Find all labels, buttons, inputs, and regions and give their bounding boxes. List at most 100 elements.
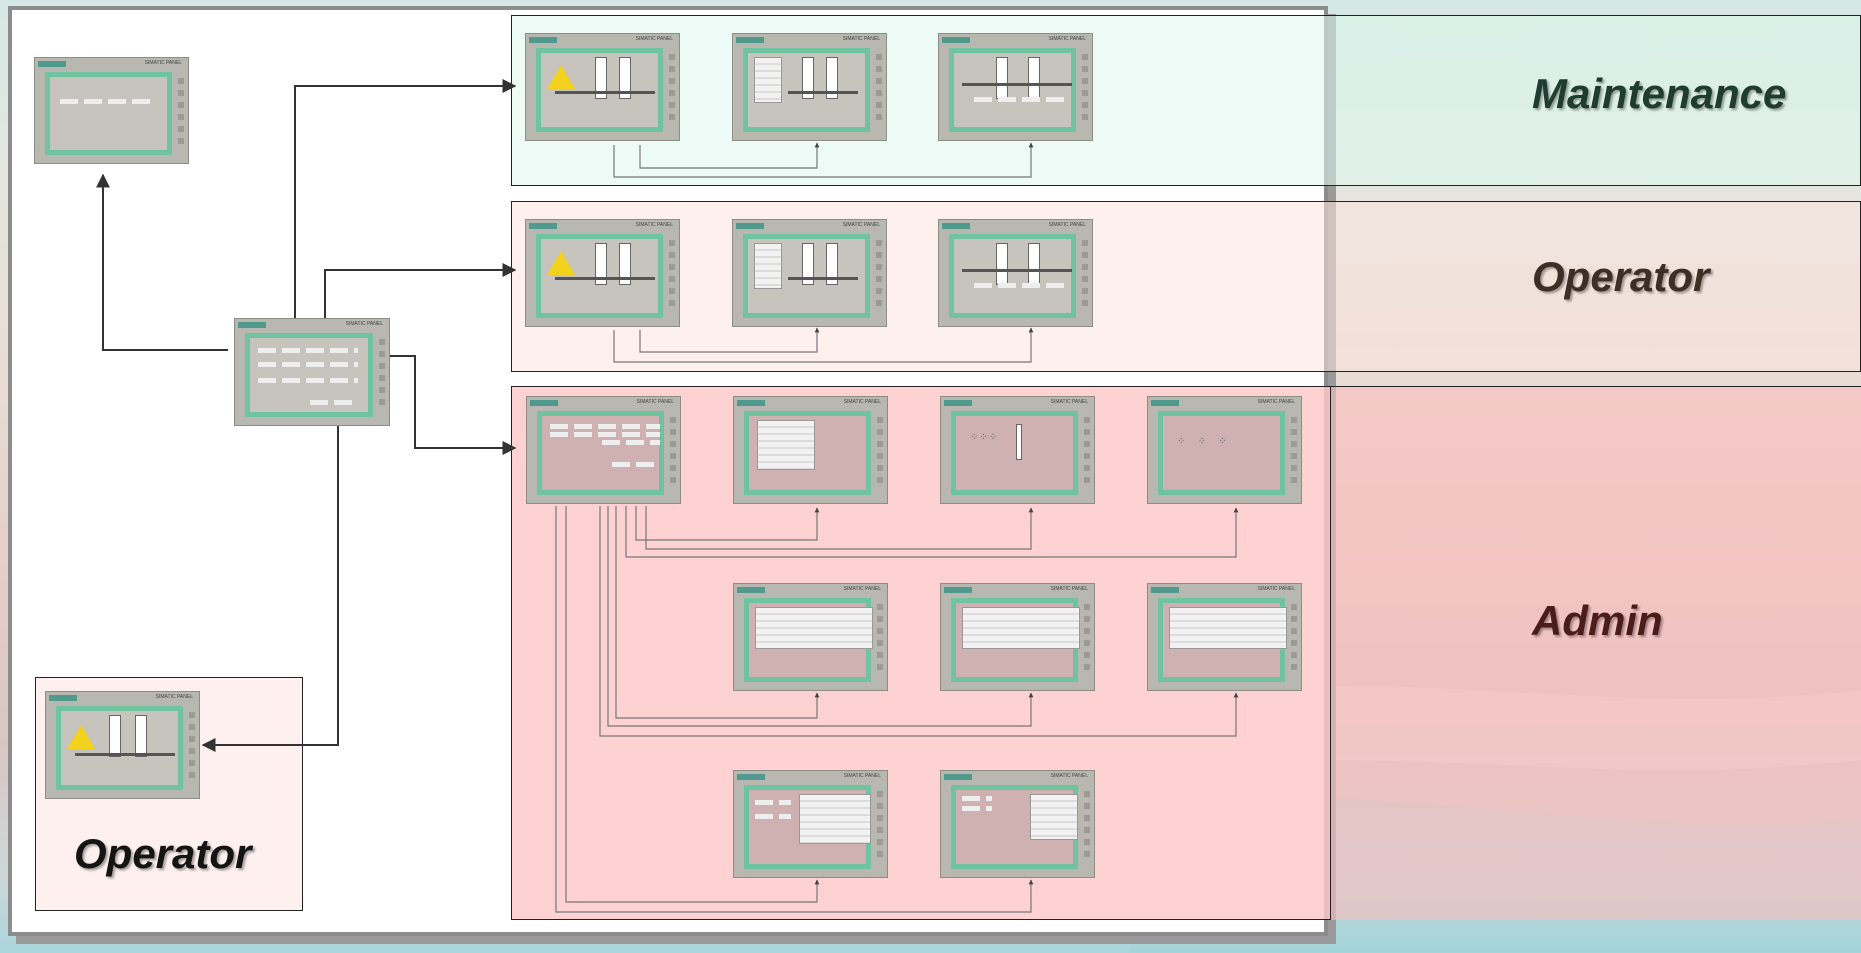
screen-content bbox=[250, 338, 368, 412]
brand-logo bbox=[530, 400, 558, 406]
admin-screen-2[interactable]: SIMATIC PANEL bbox=[733, 396, 888, 504]
panel-header: SIMATIC PANEL bbox=[46, 692, 199, 704]
panel-header: SIMATIC PANEL bbox=[941, 584, 1094, 596]
admin-label: Admin bbox=[1532, 597, 1663, 644]
panel-keys bbox=[1084, 604, 1090, 676]
panel-keys bbox=[189, 712, 195, 784]
panel-screen bbox=[45, 72, 172, 155]
panel-title: SIMATIC PANEL bbox=[1050, 773, 1088, 779]
panel-screen bbox=[245, 333, 373, 417]
panel-keys bbox=[876, 54, 882, 126]
admin-screen-8[interactable]: SIMATIC PANEL bbox=[733, 770, 888, 878]
panel-screen bbox=[537, 411, 664, 495]
warning-icon bbox=[67, 725, 95, 749]
panel-header: SIMATIC PANEL bbox=[733, 220, 886, 232]
panel-keys bbox=[379, 339, 385, 411]
panel-title: SIMATIC PANEL bbox=[1257, 586, 1295, 592]
operator-screen-2[interactable]: SIMATIC PANEL bbox=[732, 219, 887, 327]
maintenance-screen-2[interactable]: SIMATIC PANEL bbox=[732, 33, 887, 141]
panel-header: SIMATIC PANEL bbox=[941, 771, 1094, 783]
panel-header: SIMATIC PANEL bbox=[1148, 397, 1301, 409]
maintenance-label: Maintenance bbox=[1532, 70, 1787, 117]
panel-screen bbox=[56, 706, 183, 790]
panel-screen bbox=[1158, 598, 1287, 682]
screen-content: ⁘⁘⁘ bbox=[956, 416, 1073, 490]
admin-screen-9[interactable]: SIMATIC PANEL bbox=[940, 770, 1095, 878]
brand-logo bbox=[238, 322, 266, 328]
screen-content bbox=[749, 790, 871, 864]
maintenance-screen-1[interactable]: SIMATIC PANEL bbox=[525, 33, 680, 141]
dot-grid: ⁘ ⁘ ⁘ bbox=[1177, 436, 1228, 447]
panel-header: SIMATIC PANEL bbox=[35, 58, 188, 70]
panel-keys bbox=[178, 78, 184, 149]
brand-logo bbox=[942, 223, 970, 229]
screen-content bbox=[1163, 603, 1287, 677]
operator-screen-3[interactable]: SIMATIC PANEL bbox=[938, 219, 1093, 327]
brand-logo bbox=[737, 400, 765, 406]
admin-menu-screen[interactable]: SIMATIC PANEL bbox=[526, 396, 681, 504]
operator-home-panel[interactable]: SIMATIC PANEL bbox=[45, 691, 200, 799]
panel-title: SIMATIC PANEL bbox=[842, 36, 880, 42]
brand-logo bbox=[1151, 400, 1179, 406]
panel-screen: ⁘⁘⁘ bbox=[951, 411, 1078, 495]
admin-screen-5[interactable]: SIMATIC PANEL bbox=[733, 583, 888, 691]
panel-screen bbox=[949, 234, 1076, 318]
brand-logo bbox=[737, 774, 765, 780]
panel-header: SIMATIC PANEL bbox=[734, 397, 887, 409]
panel-keys bbox=[1082, 54, 1088, 126]
operator-label: Operator bbox=[1532, 253, 1710, 300]
brand-logo bbox=[944, 587, 972, 593]
brand-logo bbox=[944, 400, 972, 406]
brand-logo bbox=[529, 37, 557, 43]
panel-keys bbox=[1084, 791, 1090, 863]
panel-keys bbox=[669, 54, 675, 126]
admin-screen-4[interactable]: SIMATIC PANEL ⁘ ⁘ ⁘ bbox=[1147, 396, 1302, 504]
panel-header: SIMATIC PANEL bbox=[733, 34, 886, 46]
panel-keys bbox=[876, 240, 882, 312]
panel-header: SIMATIC PANEL bbox=[939, 34, 1092, 46]
maintenance-screen-3[interactable]: SIMATIC PANEL bbox=[938, 33, 1093, 141]
panel-screen bbox=[949, 48, 1076, 132]
panel-title: SIMATIC PANEL bbox=[635, 222, 673, 228]
panel-keys bbox=[1082, 240, 1088, 312]
brand-logo bbox=[38, 61, 66, 67]
panel-keys bbox=[1291, 604, 1297, 676]
warning-icon bbox=[547, 251, 575, 275]
admin-screen-3[interactable]: SIMATIC PANEL ⁘⁘⁘ bbox=[940, 396, 1095, 504]
screen-content bbox=[542, 416, 660, 490]
brand-logo bbox=[736, 223, 764, 229]
navigation-panel[interactable]: SIMATIC PANEL bbox=[234, 318, 390, 426]
screen-content bbox=[956, 790, 1078, 864]
startup-panel[interactable]: SIMATIC PANEL bbox=[34, 57, 189, 164]
brand-logo bbox=[529, 223, 557, 229]
panel-title: SIMATIC PANEL bbox=[1048, 36, 1086, 42]
panel-title: SIMATIC PANEL bbox=[842, 222, 880, 228]
admin-screen-7[interactable]: SIMATIC PANEL bbox=[1147, 583, 1302, 691]
panel-screen bbox=[951, 785, 1078, 869]
panel-screen bbox=[744, 411, 871, 495]
screen-content bbox=[954, 53, 1072, 127]
screen-content bbox=[541, 53, 658, 127]
screen-content bbox=[748, 239, 865, 313]
panel-title: SIMATIC PANEL bbox=[636, 399, 674, 405]
brand-logo bbox=[737, 587, 765, 593]
operator-screen-1[interactable]: SIMATIC PANEL bbox=[525, 219, 680, 327]
panel-title: SIMATIC PANEL bbox=[345, 321, 383, 327]
panel-title: SIMATIC PANEL bbox=[155, 694, 193, 700]
panel-screen bbox=[744, 785, 871, 869]
panel-header: SIMATIC PANEL bbox=[235, 319, 389, 331]
panel-screen bbox=[744, 598, 873, 682]
screen-content bbox=[749, 416, 866, 490]
panel-header: SIMATIC PANEL bbox=[734, 771, 887, 783]
panel-title: SIMATIC PANEL bbox=[843, 399, 881, 405]
admin-screen-6[interactable]: SIMATIC PANEL bbox=[940, 583, 1095, 691]
screen-content bbox=[541, 239, 658, 313]
panel-screen bbox=[951, 598, 1080, 682]
panel-keys bbox=[1084, 417, 1090, 489]
brand-logo bbox=[942, 37, 970, 43]
operator-label-bottom: Operator bbox=[74, 830, 252, 877]
screen-content bbox=[749, 603, 873, 677]
panel-screen bbox=[536, 234, 663, 318]
panel-title: SIMATIC PANEL bbox=[635, 36, 673, 42]
